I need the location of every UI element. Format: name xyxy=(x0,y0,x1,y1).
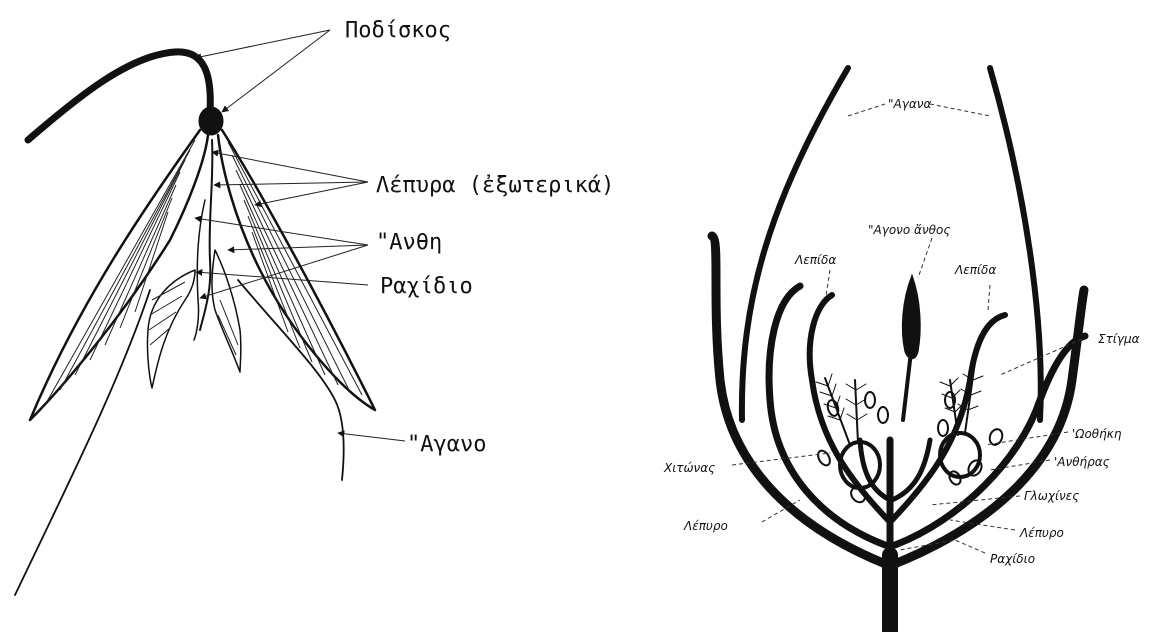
label-lepyro-left: Λέπυρο xyxy=(683,519,728,533)
label-podiskos: Ποδίσκος xyxy=(345,18,451,43)
label-agono-anthos: "Αγονο ἄνθος xyxy=(868,223,950,237)
label-agano: "Αγανο xyxy=(407,432,486,457)
floret-1 xyxy=(146,269,196,389)
label-lepyro-right: Λέπυρο xyxy=(1019,526,1064,540)
pedicel-stalk xyxy=(24,48,214,144)
awn-left-r xyxy=(738,65,851,423)
floret-2 xyxy=(211,249,242,373)
stigma-right xyxy=(939,361,984,436)
label-glochines: Γλωχίνες xyxy=(1024,489,1079,503)
spikelet-diagram: Ποδίσκος Λέπυρα (ἐξωτερικά) "Ανθη Ραχίδι… xyxy=(14,18,614,596)
stigma-left xyxy=(815,373,868,446)
outer-glume-right-r xyxy=(887,285,1089,570)
anthers-right xyxy=(937,391,1004,486)
floret-3 xyxy=(193,199,206,341)
label-lepyra-exoterika: Λέπυρα (ἐξωτερικά) xyxy=(376,173,614,198)
label-lepida-right: Λεπίδα xyxy=(954,263,996,277)
pedicel-knob xyxy=(198,106,224,136)
label-chitonas: Χιτώνας xyxy=(663,461,715,475)
rachilla xyxy=(199,139,214,331)
outer-glume-right xyxy=(216,128,377,412)
awn-right-r xyxy=(987,65,1044,423)
label-rachidio-right: Ραχίδιο xyxy=(990,552,1035,566)
lemma-right xyxy=(891,332,1089,549)
awn xyxy=(14,289,151,596)
palea-right xyxy=(889,312,1008,523)
label-lepida-left: Λεπίδα xyxy=(794,253,836,267)
outer-glume-left xyxy=(28,128,210,422)
label-rachidio-left: Ραχίδιο xyxy=(380,274,473,299)
label-stigma: Στίγμα xyxy=(1098,332,1140,346)
label-anthi: "Ανθη xyxy=(376,230,442,255)
label-anthiras: 'Ανθήρας xyxy=(1054,455,1110,469)
label-oothiki: 'Ωοθήκη xyxy=(1072,427,1122,441)
outer-glume-left-r xyxy=(707,231,893,570)
lemma-left xyxy=(765,282,889,549)
anthers-left xyxy=(817,391,889,504)
label-agana: "Αγανα xyxy=(888,97,931,111)
sterile-flower xyxy=(901,273,921,360)
floret-section-diagram: "Αγανα "Αγονο ἄνθος Λεπίδα Λεπίδα Στίγμα… xyxy=(663,65,1140,632)
